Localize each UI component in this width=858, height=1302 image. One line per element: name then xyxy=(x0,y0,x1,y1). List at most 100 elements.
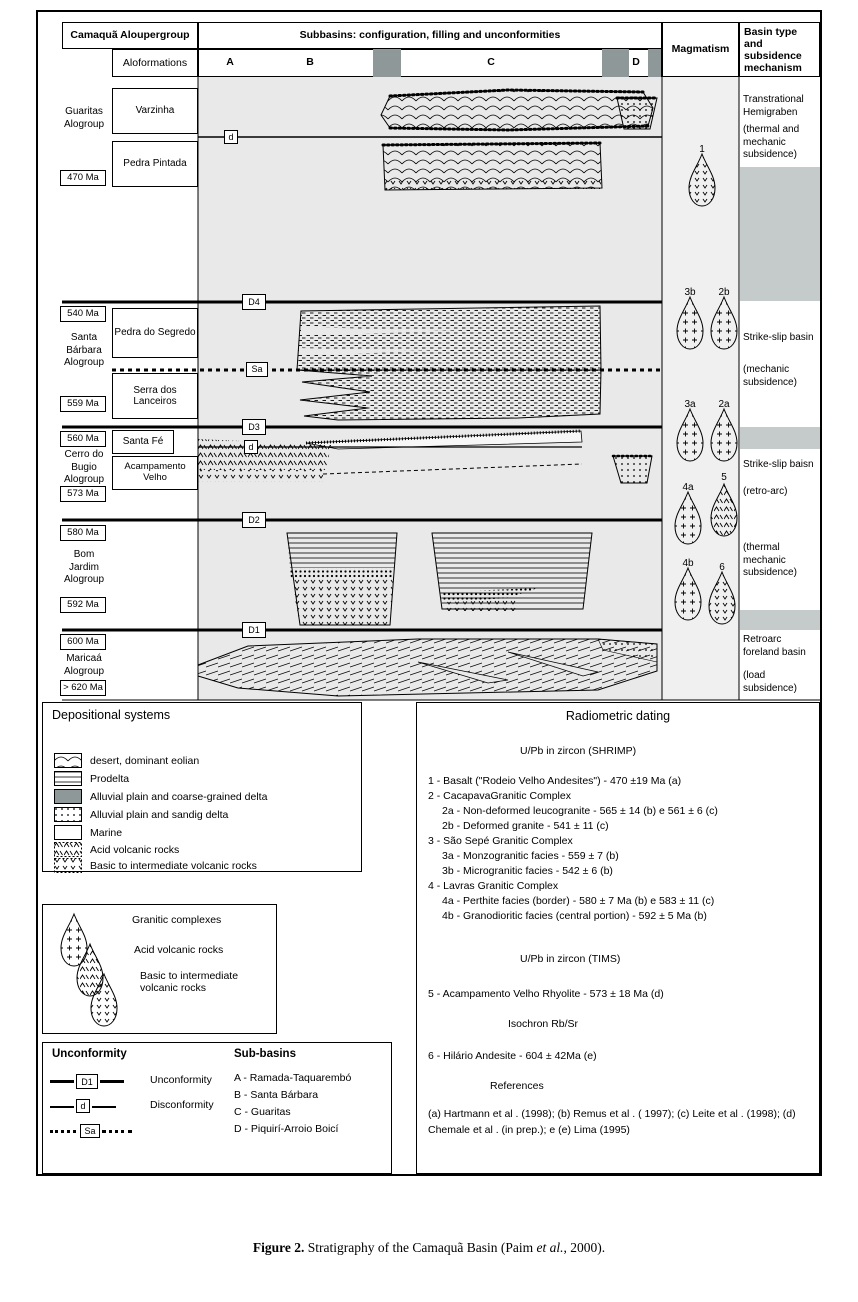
radiometric-tims-heading: U/Pb in zircon (TIMS) xyxy=(520,953,621,965)
column-label-d: D xyxy=(632,56,640,68)
magmatism-number-2b: 2b xyxy=(718,287,730,298)
unconformity-label-Sa: Sa xyxy=(246,362,268,377)
legend-item-sandig-delta: Alluvial plain and sandig delta xyxy=(90,809,229,821)
dotted-line-segment-icon xyxy=(102,1130,132,1133)
legend-subbasins-title: Sub-basins xyxy=(234,1048,296,1060)
radiometric-panel-box xyxy=(416,702,820,1174)
alogroup-cerro-do-bugio: Cerro do Bugio Alogroup xyxy=(63,449,105,485)
legend-item-acid-volcanic: Acid volcanic rocks xyxy=(90,844,180,856)
body-varzinha-subbasin-c xyxy=(380,88,654,132)
legend-subbasin-d: D - Piquirí-Arroio Boicí xyxy=(234,1123,339,1135)
alogroup-bom-jardim: Bom Jardim Alogroup xyxy=(63,549,105,585)
alogroup-maricaa: Maricaá Alogroup xyxy=(63,653,105,677)
basin-type-5-sub: (load subsidence) xyxy=(743,670,797,694)
figure-caption-text-2: , 2000). xyxy=(563,1240,606,1255)
age-box-592: 592 Ma xyxy=(60,597,106,613)
thick-line-segment-icon xyxy=(50,1080,74,1083)
radiometric-line-5: 5 - Acampamento Velho Rhyolite - 573 ± 1… xyxy=(428,988,664,1000)
complexes-drops-icon xyxy=(60,913,118,1027)
legend-complexes-acid: Acid volcanic rocks xyxy=(134,944,224,956)
radiometric-line-4a: 4a - Perthite facies (border) - 580 ± 7 … xyxy=(442,895,715,907)
legend-unconformity-title: Unconformity xyxy=(52,1048,127,1060)
alogroup-guaritas: Guaritas Alogroup xyxy=(63,106,105,130)
radiometric-line-2: 2 - CacapavaGranitic Complex xyxy=(428,790,571,802)
radiometric-line-3a: 3a - Monzogranitic facies - 559 ± 7 (b) xyxy=(442,850,619,862)
age-box-470: 470 Ma xyxy=(60,170,106,186)
header-supergroup: Camaquã Aloupergroup xyxy=(62,22,198,49)
radiometric-line-2a: 2a - Non-deformed leucogranite - 565 ± 1… xyxy=(442,805,718,817)
subbasin-column-strip xyxy=(198,49,662,77)
legend-complexes-granitic: Granitic complexes xyxy=(132,914,222,926)
figure-frame: 1 3b 2b 3a 2a 4a 5 4b 6 Camaquã Alouperg… xyxy=(36,10,822,1176)
alogroup-santa-barbara: Santa Bárbara Alogroup xyxy=(63,332,105,368)
basin-type-gray-band-3 xyxy=(740,610,820,630)
thin-line-segment-icon xyxy=(92,1106,116,1108)
magmatism-number-3b: 3b xyxy=(684,287,696,298)
column-label-c: C xyxy=(487,56,495,68)
radiometric-line-1: 1 - Basalt ("Rodeio Velho Andesites") - … xyxy=(428,775,682,787)
body-bom-jardim-east xyxy=(431,532,593,611)
legend-symbol-D1: D1 xyxy=(76,1074,98,1089)
basin-type-2-sub: (mechanic subsidence) xyxy=(743,364,797,388)
legend-depositional-box xyxy=(42,702,362,872)
blank-pattern-swatch xyxy=(54,825,82,840)
stratigraphic-chart-canvas: 1 3b 2b 3a 2a 4a 5 4b 6 xyxy=(62,77,820,701)
body-pedra-pintada xyxy=(381,141,603,191)
age-box-600: 600 Ma xyxy=(60,634,106,650)
figure-caption-italic: et al. xyxy=(536,1240,564,1255)
basin-type-gray-band-2 xyxy=(740,427,820,449)
legend-item-basic-volcanic: Basic to intermediate volcanic rocks xyxy=(90,860,257,872)
unconformity-lines xyxy=(62,136,662,632)
column-divider-block-1 xyxy=(373,49,401,77)
radiometric-title: Radiometric dating xyxy=(565,709,671,723)
magmatism-number-6: 6 xyxy=(719,562,725,573)
header-magmatism: Magmatism xyxy=(662,22,739,77)
legend-unconformity-item-1: Unconformity xyxy=(150,1074,212,1086)
magmatism-number-5: 5 xyxy=(721,472,727,483)
legend-item-coarse-delta: Alluvial plain and coarse-grained delta xyxy=(90,791,268,803)
body-varzinha-subbasin-d xyxy=(615,96,659,130)
basin-type-2-name: Strike-slip basin xyxy=(743,332,814,343)
magmatism-number-1: 1 xyxy=(699,144,705,155)
body-maricaa xyxy=(197,638,658,697)
legend-item-prodelta: Prodelta xyxy=(90,773,130,785)
magmatism-number-2a: 2a xyxy=(718,399,730,410)
aloformation-box-pedra-do-segredo: Pedra do Segredo xyxy=(112,308,198,358)
basin-type-gray-band-1 xyxy=(740,167,820,301)
horizontal-lines-pattern-swatch xyxy=(54,771,82,786)
magmatism-number-4a: 4a xyxy=(682,482,694,493)
age-box-560: 560 Ma xyxy=(60,431,106,447)
legend-item-marine: Marine xyxy=(90,827,123,839)
radiometric-isochron-heading: Isochron Rb/Sr xyxy=(508,1018,579,1030)
thin-line-segment-icon xyxy=(50,1106,74,1108)
legend-item-eolian: desert, dominant eolian xyxy=(90,755,200,767)
magmatism-number-4b: 4b xyxy=(682,558,694,569)
aloformation-box-varzinha: Varzinha xyxy=(112,88,198,134)
radiometric-line-4b: 4b - Granodioritic facies (central porti… xyxy=(442,910,707,922)
magmatism-number-3a: 3a xyxy=(684,399,696,410)
basic-volcanic-pattern-swatch xyxy=(54,858,82,873)
unconformity-label-D3: D3 xyxy=(242,419,266,435)
unconformity-label-d-upper: d xyxy=(224,130,238,144)
header-basin-type: Basin type and subsidence mechanism xyxy=(739,22,820,77)
dotted-line-segment-icon xyxy=(50,1130,76,1133)
radiometric-line-2b: 2b - Deformed granite - 541 ± 11 (c) xyxy=(442,820,609,832)
solid-gray-pattern-swatch xyxy=(54,789,82,804)
column-divider-lines xyxy=(62,77,820,701)
aloformation-box-pedra-pintada: Pedra Pintada xyxy=(112,141,198,187)
body-acampamento-subbasin-d xyxy=(611,454,654,484)
basin-type-1-name: Transtrational Hemigraben xyxy=(743,94,804,118)
eolian-pattern-swatch xyxy=(54,753,82,768)
age-box-580: 580 Ma xyxy=(60,525,106,541)
column-divider-block-3 xyxy=(648,49,661,77)
radiometric-line-3b: 3b - Microgranitic facies - 542 ± 6 (b) xyxy=(442,865,613,877)
figure-caption: Figure 2. Stratigraphy of the Camaquã Ba… xyxy=(0,1240,858,1256)
body-pedra-do-segredo xyxy=(296,305,602,371)
acid-volcanic-pattern-swatch xyxy=(54,842,82,857)
aloformation-box-serra-dos-lanceiros: Serra dos Lanceiros xyxy=(112,373,198,419)
basin-type-3-name: Strike-slip baisn xyxy=(743,459,814,470)
unconformity-label-D4: D4 xyxy=(242,294,266,310)
aloformation-box-acampamento-velho: Acampamento Velho xyxy=(112,456,198,490)
magmatism-number-labels: 1 3b 2b 3a 2a 4a 5 4b 6 xyxy=(682,144,730,573)
